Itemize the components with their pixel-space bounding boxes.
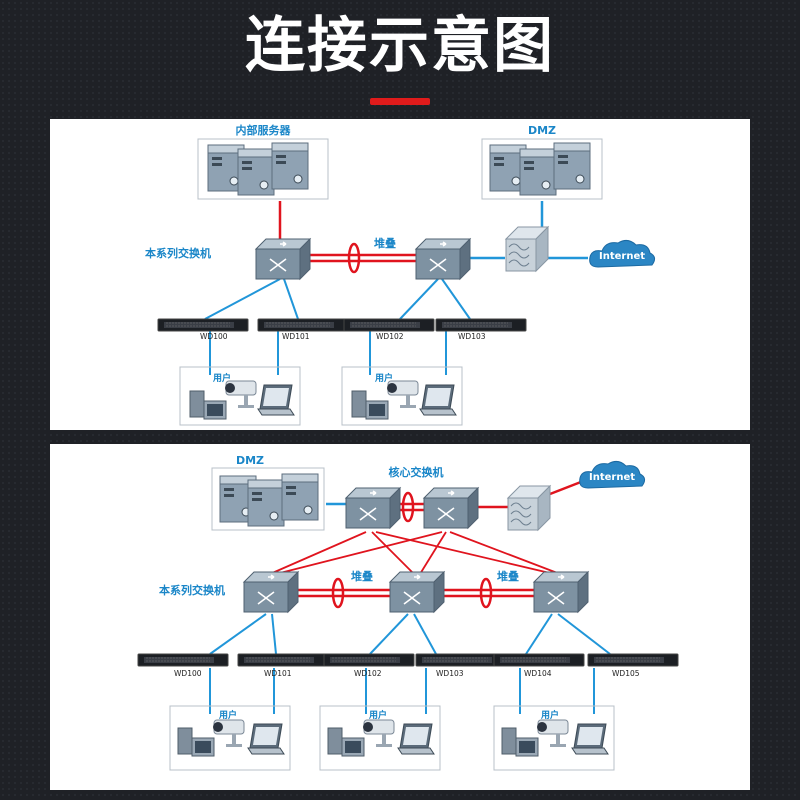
- link-blue: [283, 278, 299, 320]
- user-label: 用户: [368, 709, 387, 721]
- link-red: [371, 531, 415, 575]
- device-label: WD105: [612, 669, 640, 678]
- link-blue: [399, 278, 439, 320]
- core-switch-label: 核心交换机: [389, 465, 444, 479]
- user-group-frame: [179, 366, 301, 426]
- access-switch-icon: [323, 653, 415, 667]
- link-red: [449, 531, 561, 575]
- link-blue: [209, 613, 267, 655]
- link-red: [419, 531, 447, 575]
- link-red: [375, 531, 555, 575]
- access-switch-icon: [157, 318, 249, 332]
- core-switch-icon: [345, 487, 401, 529]
- link-blue: [557, 613, 611, 655]
- stack-ring: [479, 577, 493, 609]
- laptop-icon: [257, 384, 295, 416]
- user-label: 用户: [540, 709, 559, 721]
- device-label: WD101: [264, 669, 292, 678]
- diagram-panel-2: DMZ 核心交换机 Internet 本系列交换机 堆叠 堆叠: [50, 444, 750, 790]
- user-label: 用户: [218, 709, 237, 721]
- server-icon: [271, 142, 309, 190]
- switch-label: 本系列交换机: [145, 246, 211, 260]
- device-label: WD100: [174, 669, 202, 678]
- camera-icon: [362, 719, 395, 748]
- stack-ring: [331, 577, 345, 609]
- stack-label: 堆叠: [374, 236, 396, 250]
- link-red: [269, 531, 367, 575]
- link-blue: [369, 613, 409, 655]
- pc-icon: [327, 727, 365, 757]
- switch-label: 本系列交换机: [159, 583, 225, 597]
- device-label: WD100: [200, 332, 228, 341]
- firewall-icon: [507, 485, 551, 531]
- diagram-panel-1: 内部服务器 DMZ 本系列交换机 堆叠 Internet WD100 WD101…: [50, 119, 750, 430]
- l3-switch-icon: [243, 571, 299, 613]
- user-label: 用户: [212, 372, 231, 384]
- access-switch-icon: [493, 653, 585, 667]
- link-red: [275, 531, 443, 575]
- user-group-frame: [169, 705, 291, 771]
- l3-switch-icon: [415, 238, 471, 280]
- access-switch-icon: [587, 653, 679, 667]
- pc-icon: [177, 727, 215, 757]
- server-icon: [553, 142, 591, 190]
- page-title: 连接示意图: [245, 11, 555, 81]
- access-switch-icon: [257, 318, 349, 332]
- access-switch-icon: [435, 318, 527, 332]
- stack-ring: [347, 242, 361, 274]
- pc-icon: [501, 727, 539, 757]
- user-group-frame: [493, 705, 615, 771]
- link-blue: [271, 613, 277, 655]
- link-blue: [204, 278, 281, 320]
- stack-ring: [401, 491, 415, 523]
- access-switch-icon: [343, 318, 435, 332]
- server-group-label: 内部服务器: [236, 123, 292, 137]
- laptop-icon: [571, 723, 609, 755]
- user-group-frame: [341, 366, 463, 426]
- access-switch-icon: [415, 653, 507, 667]
- core-switch-icon: [423, 487, 479, 529]
- stack-label: 堆叠: [497, 569, 519, 583]
- user-group-frame: [319, 705, 441, 771]
- laptop-icon: [397, 723, 435, 755]
- pc-icon: [351, 390, 389, 420]
- dmz-label: DMZ: [236, 454, 264, 467]
- camera-icon: [212, 719, 245, 748]
- link-blue: [441, 278, 471, 320]
- dmz-label: DMZ: [528, 124, 556, 137]
- device-label: WD103: [458, 332, 486, 341]
- dmz-frame: [481, 138, 603, 200]
- link-blue: [413, 613, 437, 655]
- laptop-icon: [419, 384, 457, 416]
- stack-label: 堆叠: [351, 569, 373, 583]
- user-label: 用户: [374, 372, 393, 384]
- access-switch-icon: [137, 653, 229, 667]
- internet-label: Internet: [599, 251, 645, 262]
- l3-switch-icon: [533, 571, 589, 613]
- l3-switch-icon: [389, 571, 445, 613]
- dmz-frame: [211, 467, 325, 531]
- device-label: WD102: [376, 332, 404, 341]
- title-underline: [370, 98, 430, 105]
- access-switch-icon: [237, 653, 329, 667]
- camera-icon: [536, 719, 569, 748]
- camera-icon: [386, 380, 419, 409]
- device-label: WD103: [436, 669, 464, 678]
- firewall-icon: [505, 226, 549, 272]
- internet-label: Internet: [589, 472, 635, 483]
- server-group-frame: [197, 138, 329, 200]
- camera-icon: [224, 380, 257, 409]
- pc-icon: [189, 390, 227, 420]
- link-blue: [525, 613, 553, 655]
- server-icon: [519, 148, 557, 196]
- l3-switch-icon: [255, 238, 311, 280]
- device-label: WD102: [354, 669, 382, 678]
- server-icon: [281, 473, 319, 521]
- device-label: WD101: [282, 332, 310, 341]
- server-icon: [247, 479, 285, 527]
- device-label: WD104: [524, 669, 552, 678]
- server-icon: [237, 148, 275, 196]
- laptop-icon: [247, 723, 285, 755]
